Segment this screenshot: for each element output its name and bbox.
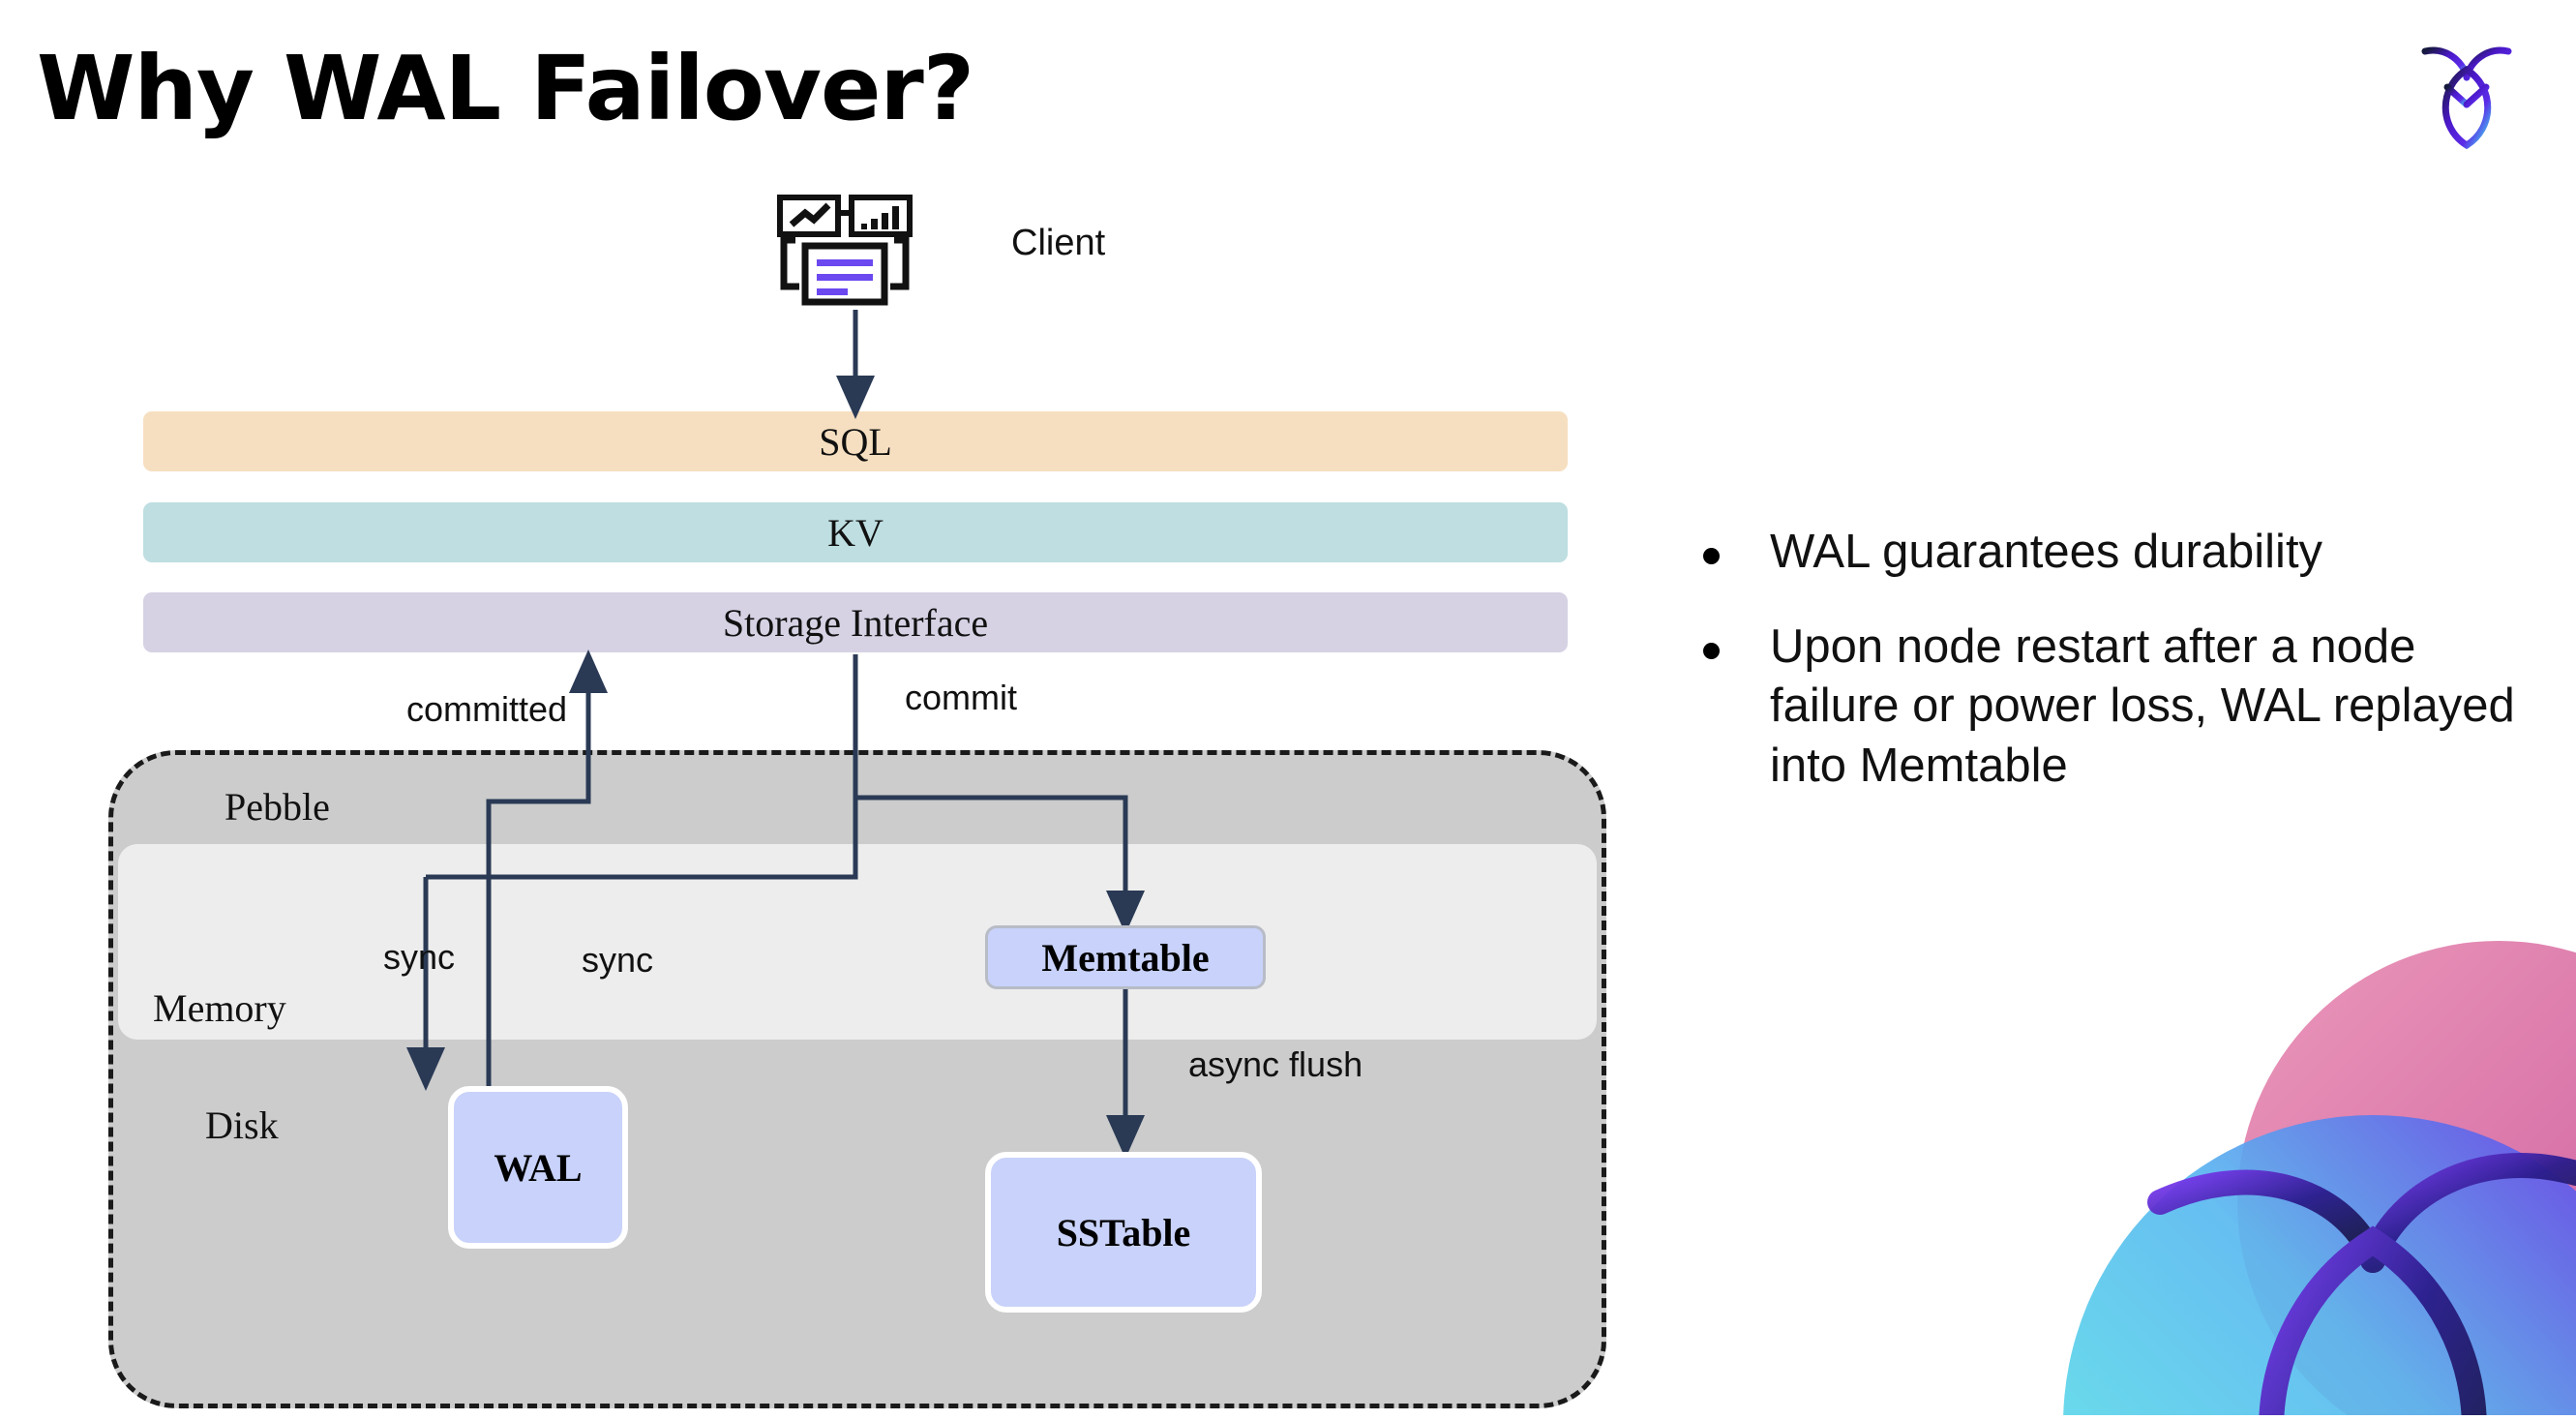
memory-label: Memory [153,986,286,1030]
layer-bar-sql: SQL [143,411,1568,471]
node-wal: WAL [448,1086,628,1249]
layer-bar-storage-interface: Storage Interface [143,592,1568,652]
bullet-text: WAL guarantees durability [1770,526,2323,578]
bullet-dot-icon [1703,548,1720,564]
edge-label-commit: commit [905,678,1017,717]
bullet-text: Upon node restart after a node failure o… [1770,619,2515,793]
edge-label-async-flush: async flush [1188,1044,1363,1084]
bullet-list: WAL guarantees durability Upon node rest… [1703,523,2516,831]
pebble-label: Pebble [225,785,330,829]
decorative-circles-artwork [1918,912,2576,1415]
node-sstable: SSTable [985,1152,1262,1313]
edge-label-committed: committed [406,689,568,729]
architecture-diagram: Client SQL KV Storage Interface Pebble M… [108,194,1606,1408]
client-label: Client [1011,223,1106,263]
list-item: Upon node restart after a node failure o… [1703,618,2516,797]
layer-bar-kv: KV [143,502,1568,562]
edge-label-sync-left: sync [383,937,456,977]
edge-label-sync-right: sync [582,940,654,980]
memory-region [118,844,1597,1040]
list-item: WAL guarantees durability [1703,523,2516,583]
page-title: Why WAL Failover? [37,37,974,140]
node-memtable: Memtable [985,925,1266,989]
bullet-dot-icon [1703,642,1720,659]
disk-label: Disk [205,1103,279,1147]
cockroach-labs-logo-icon [2404,27,2530,153]
client-dashboard-icon [774,194,929,310]
